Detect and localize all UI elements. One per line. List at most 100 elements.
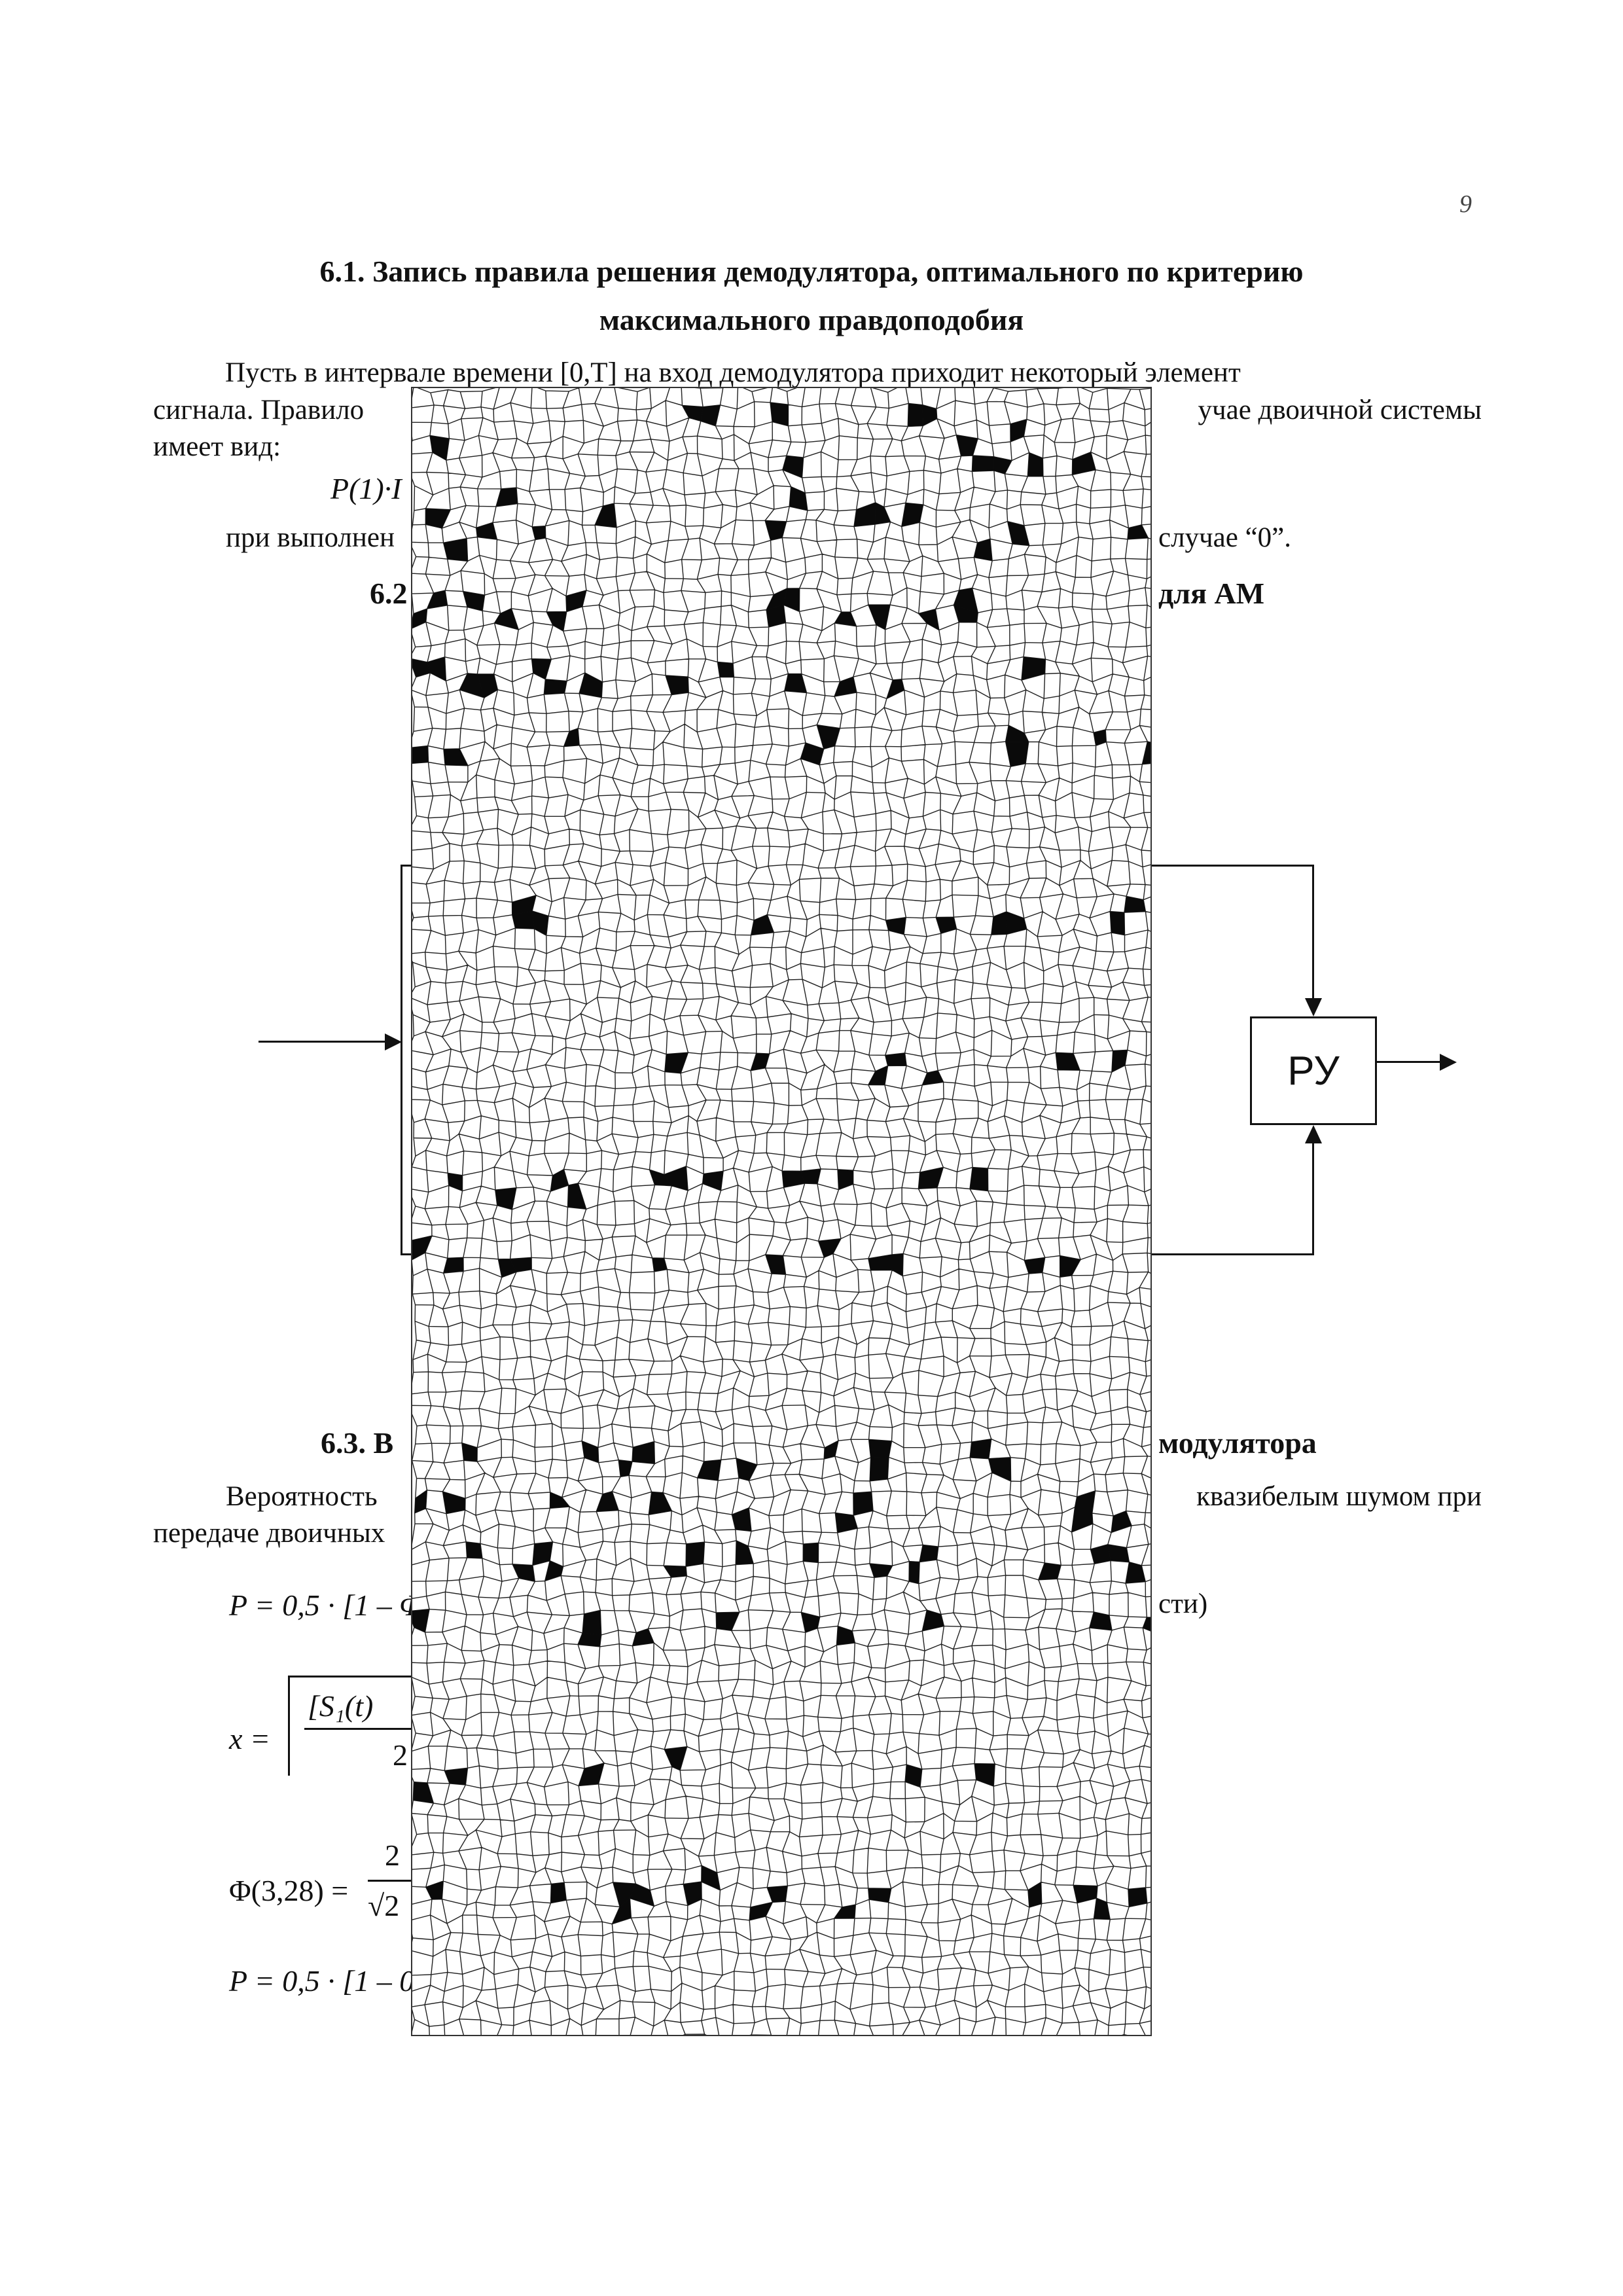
- mosaic-filled-cell: [461, 1443, 478, 1462]
- branch-vertical-line: [401, 865, 402, 1255]
- mosaic-filled-cell: [869, 1564, 893, 1578]
- section-heading-6-1: 6.1. Запись правила решения демодулятора…: [319, 255, 1304, 288]
- mosaic-filled-cell: [824, 1441, 839, 1460]
- mosaic-filled-cell: [1027, 1882, 1042, 1908]
- mosaic-filled-cell: [988, 1457, 1011, 1481]
- mosaic-filled-cell: [476, 522, 497, 540]
- mosaic-filled-cell: [817, 725, 840, 749]
- mosaic-filled-cell: [905, 1765, 922, 1787]
- mosaic-filled-cell: [736, 1540, 754, 1565]
- mosaic-filled-cell: [974, 1763, 995, 1787]
- mosaic-filled-cell: [1089, 1611, 1113, 1630]
- mosaic-filled-cell: [544, 679, 567, 695]
- mosaic-filled-cell: [414, 1490, 427, 1513]
- mosaic-filled-cell: [868, 1255, 893, 1270]
- mosaic-filled-cell: [1107, 1544, 1130, 1562]
- mosaic-redaction-overlay: [411, 387, 1152, 2036]
- section-heading-6-3-left: 6.3. В: [321, 1426, 394, 1460]
- mosaic-filled-cell: [531, 658, 552, 679]
- input-arrow-head: [385, 1033, 402, 1050]
- formula-x-denominator: 2: [393, 1738, 408, 1772]
- mosaic-filled-cell: [649, 1492, 672, 1515]
- mosaic-filled-cell: [443, 1257, 464, 1274]
- mosaic-filled-cell: [918, 1167, 944, 1189]
- mosaic-filled-cell: [1060, 1255, 1080, 1278]
- mosaic-filled-cell: [595, 503, 617, 528]
- formula-phi-fraction-bar: [368, 1880, 412, 1882]
- mosaic-filled-cell: [579, 1763, 605, 1786]
- formula-phi-denominator: √2: [368, 1889, 400, 1922]
- paragraph-line-left: передаче двоичных: [153, 1518, 385, 1549]
- formula-x-left: x =: [229, 1722, 270, 1755]
- mosaic-filled-cell: [425, 509, 451, 528]
- mosaic-filled-cell: [510, 1257, 532, 1272]
- mosaic-filled-cell: [443, 749, 468, 766]
- mosaic-filled-cell: [582, 1441, 599, 1463]
- mosaic-filled-cell: [732, 1507, 751, 1532]
- mosaic-filled-cell: [1128, 1887, 1147, 1907]
- mosaic-pattern: [412, 388, 1150, 2035]
- paragraph-line-right: учае двоичной системы: [1198, 395, 1482, 425]
- mosaic-filled-cell: [803, 1543, 819, 1563]
- mosaic-filled-cell: [834, 612, 857, 626]
- mosaic-filled-cell: [751, 1053, 770, 1071]
- lower-arrow-head: [1305, 1125, 1322, 1143]
- mosaic-filled-cell: [1056, 1052, 1080, 1071]
- paragraph-line-right: квазибелым шумом при: [1196, 1481, 1482, 1512]
- mosaic-filled-cell: [649, 1170, 672, 1186]
- mosaic-filled-cell: [1027, 452, 1043, 476]
- mosaic-filled-cell: [736, 1458, 757, 1481]
- mosaic-filled-cell: [686, 1542, 705, 1567]
- branch-top-line: [401, 865, 415, 867]
- mosaic-filled-cell: [749, 1902, 773, 1920]
- mosaic-filled-cell: [550, 1492, 570, 1509]
- mosaic-filled-cell: [969, 1167, 988, 1191]
- mosaic-filled-cell: [442, 1492, 465, 1514]
- mosaic-filled-cell: [701, 1865, 721, 1890]
- mosaic-filled-cell: [613, 1882, 636, 1907]
- mosaic-filled-cell: [1143, 1617, 1150, 1631]
- mosaic-filled-cell: [632, 1628, 654, 1646]
- mosaic-filled-cell: [1075, 1490, 1096, 1514]
- mosaic-filled-cell: [1005, 725, 1029, 742]
- mosaic-filled-cell: [427, 590, 448, 609]
- decision-device-block: РУ: [1250, 1016, 1377, 1125]
- section-heading-6-2-right: для АМ: [1158, 577, 1265, 610]
- section-heading-6-1-cont: максимального правдоподобия: [599, 303, 1024, 336]
- upper-path-down-line: [1312, 865, 1314, 1002]
- mosaic-filled-cell: [565, 590, 586, 612]
- formula-phi-numerator: 2: [385, 1839, 400, 1872]
- input-arrow-line: [259, 1041, 399, 1043]
- mosaic-filled-cell: [596, 1491, 619, 1512]
- mosaic-filled-cell: [789, 486, 808, 511]
- mosaic-filled-cell: [908, 403, 923, 427]
- mosaic-filled-cell: [956, 435, 978, 456]
- mosaic-filled-cell: [412, 608, 427, 628]
- mosaic-filled-cell: [652, 1257, 668, 1272]
- mosaic-filled-cell: [784, 673, 807, 693]
- mosaic-filled-cell: [1126, 1562, 1146, 1584]
- mosaic-filled-cell: [919, 1545, 938, 1562]
- mosaic-filled-cell: [838, 1169, 853, 1190]
- mosaic-filled-cell: [922, 1070, 944, 1085]
- mosaic-filled-cell: [766, 588, 787, 610]
- output-arrow-head: [1440, 1054, 1457, 1071]
- mosaic-filled-cell: [664, 1566, 687, 1577]
- mosaic-filled-cell: [664, 1746, 687, 1770]
- mosaic-filled-cell: [870, 1457, 889, 1481]
- mosaic-filled-cell: [443, 538, 468, 562]
- mosaic-filled-cell: [901, 503, 923, 527]
- mosaic-filled-cell: [1072, 452, 1096, 475]
- mosaic-filled-cell: [868, 1066, 888, 1085]
- mosaic-filled-cell: [800, 1168, 821, 1184]
- mosaic-filled-cell: [970, 1439, 991, 1459]
- mosaic-grid: [412, 388, 1150, 2035]
- paragraph-line-left: сигнала. Правило: [153, 395, 365, 425]
- mosaic-filled-cell: [664, 1166, 688, 1191]
- mosaic-filled-cell: [532, 910, 549, 936]
- mosaic-filled-cell: [834, 677, 857, 697]
- mosaic-filled-cell: [765, 1254, 786, 1275]
- mosaic-filled-cell: [512, 895, 537, 915]
- mosaic-filled-cell: [868, 605, 890, 630]
- lower-path-line: [1150, 1253, 1314, 1255]
